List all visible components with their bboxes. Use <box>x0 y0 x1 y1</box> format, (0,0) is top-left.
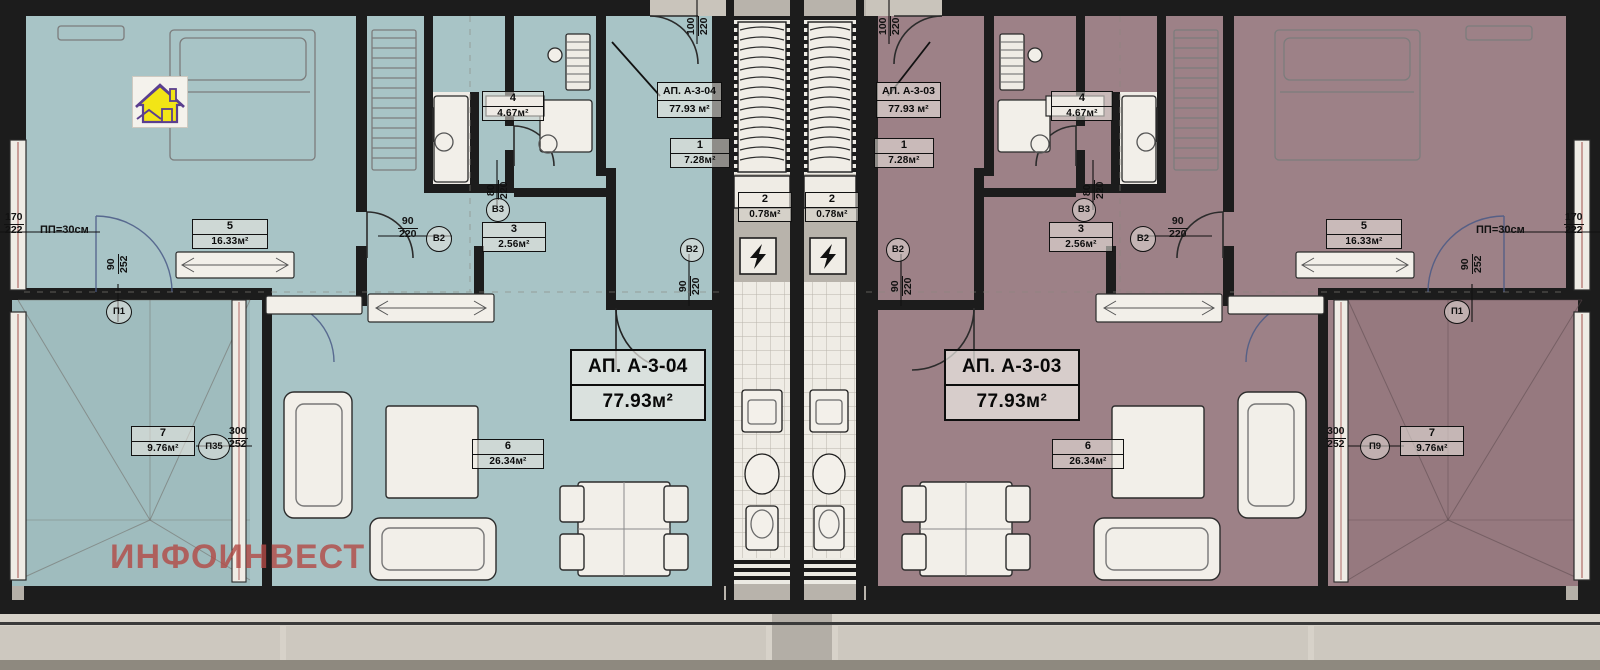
room-tag-right-3: 3 2.56м² <box>1049 222 1113 252</box>
marker-p1-left: П1 <box>106 300 132 324</box>
stair-core-fill <box>724 0 870 600</box>
room-tag-right-6: 6 26.34м² <box>1052 439 1124 469</box>
dimension-door-100-220-right: 100 220 <box>877 16 903 36</box>
room-number: 1 <box>875 139 933 154</box>
marker-b3-left: В3 <box>486 198 510 222</box>
room-area: 4.67м² <box>1066 107 1098 119</box>
dimension-door-90-220-right: 90 220 <box>1168 215 1188 241</box>
dimension-window-300-252-left: 300 252 <box>228 425 248 451</box>
room-area: 7.28м² <box>888 154 920 166</box>
room-area: 16.33м² <box>1345 235 1383 247</box>
apartment-tag-right: АП. А-3-03 77.93м² <box>944 349 1080 421</box>
dimension-window-90-252-left: 90 252 <box>105 254 131 274</box>
apartment-tag-small-right: АП. А-3-03 77.93 м² <box>876 82 941 118</box>
dimension-window-170-222-left: 170 222 <box>4 211 24 237</box>
room-tag-left-4: 4 4.67м² <box>482 91 544 121</box>
room-area: 0.78м² <box>749 208 781 220</box>
room-tag-right-5: 5 16.33м² <box>1326 219 1402 249</box>
apartment-small-area-left: 77.93 м² <box>669 102 710 115</box>
room-tag-left-7: 7 9.76м² <box>131 426 195 456</box>
room-number: 2 <box>806 193 858 208</box>
room-number: 3 <box>483 223 545 238</box>
room-area: 9.76м² <box>147 442 179 454</box>
apartment-area-left: 77.93м² <box>602 391 674 412</box>
apartment-tag-left: АП. А-3-04 77.93м² <box>570 349 706 421</box>
dimension-door-80-220-right: 80 220 <box>1081 180 1107 200</box>
marker-b2-core-right: В2 <box>886 238 910 262</box>
room-number: 1 <box>671 139 729 154</box>
marker-b2-core-left: В2 <box>680 238 704 262</box>
room-area: 0.78м² <box>816 208 848 220</box>
room-tag-right-2: 2 0.78м² <box>805 192 859 222</box>
room-number: 4 <box>483 92 543 107</box>
room-number: 5 <box>1327 220 1401 235</box>
room-tag-right-7: 7 9.76м² <box>1400 426 1464 456</box>
room-number: 6 <box>1053 440 1123 455</box>
apartment-tag-small-left: АП. А-3-04 77.93 м² <box>657 82 722 118</box>
room-tag-left-3: 3 2.56м² <box>482 222 546 252</box>
apartment-area-right: 77.93м² <box>976 391 1048 412</box>
watermark-text: ИНФОИНВЕСТ <box>110 538 366 576</box>
dimension-window-300-252-right: 300 252 <box>1326 425 1346 451</box>
room-tag-left-5: 5 16.33м² <box>192 219 268 249</box>
room-tag-right-4: 4 4.67м² <box>1051 91 1113 121</box>
apartment-small-area-right: 77.93 м² <box>888 102 929 115</box>
marker-p1-right: П1 <box>1444 300 1470 324</box>
room-number: 7 <box>1401 427 1463 442</box>
note-pp-left: ПП=30см <box>40 224 89 236</box>
bath-right-fill <box>1120 92 1162 190</box>
room-tag-left-2: 2 0.78м² <box>738 192 792 222</box>
marker-p35-left: П35 <box>198 434 230 460</box>
room-number: 6 <box>473 440 543 455</box>
dimension-door-90-220-core-right: 90 220 <box>889 276 915 296</box>
dimension-window-90-252-right: 90 252 <box>1459 254 1485 274</box>
bath-left-fill <box>430 92 472 190</box>
marker-p9-right: П9 <box>1360 434 1390 460</box>
apartment-small-code-right: АП. А-3-03 <box>877 83 940 101</box>
room-number: 3 <box>1050 223 1112 238</box>
marker-b3-right: В3 <box>1072 198 1096 222</box>
apartment-small-code-left: АП. А-3-04 <box>658 83 721 101</box>
room-number: 4 <box>1052 92 1112 107</box>
room-area: 4.67м² <box>497 107 529 119</box>
room-area: 26.34м² <box>1069 455 1107 467</box>
room-area: 16.33м² <box>211 235 249 247</box>
room-area: 2.56м² <box>1065 238 1097 250</box>
apartment-code-right: АП. А-3-03 <box>946 351 1078 386</box>
room-tag-right-1: 1 7.28м² <box>874 138 934 168</box>
room-area: 26.34м² <box>489 455 527 467</box>
dimension-door-100-220-left: 100 220 <box>685 16 711 36</box>
dimension-door-90-220-core-left: 90 220 <box>677 276 703 296</box>
apartment-code-left: АП. А-3-04 <box>572 351 704 386</box>
marker-b2-left: В2 <box>426 226 452 252</box>
dimension-window-170-222-right: 170 222 <box>1564 211 1584 237</box>
house-logo-icon <box>132 76 188 128</box>
room-tag-left-6: 6 26.34м² <box>472 439 544 469</box>
dimension-door-90-220-left: 90 220 <box>398 215 418 241</box>
room-number: 7 <box>132 427 194 442</box>
marker-b2-right: В2 <box>1130 226 1156 252</box>
note-pp-right: ПП=30см <box>1476 224 1525 236</box>
room-tag-left-1: 1 7.28м² <box>670 138 730 168</box>
room-area: 2.56м² <box>498 238 530 250</box>
room-number: 2 <box>739 193 791 208</box>
room-area: 9.76м² <box>1416 442 1448 454</box>
room-number: 5 <box>193 220 267 235</box>
room-area: 7.28м² <box>684 154 716 166</box>
